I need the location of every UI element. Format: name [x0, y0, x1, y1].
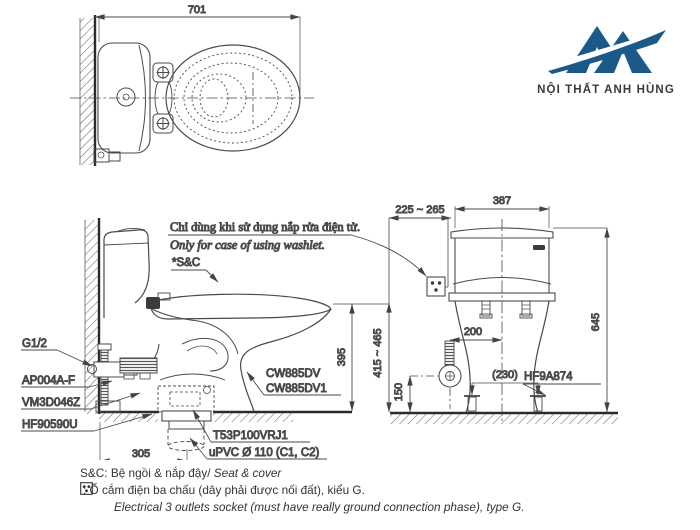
dim-701: 701 — [188, 4, 206, 16]
supply-hardware — [87, 343, 160, 413]
dim-socket-offset: 225 ~ 265 — [395, 204, 444, 216]
label-ap004a-f: AP004A-F — [22, 375, 75, 387]
tank-plan — [97, 42, 151, 154]
brand-logo: NỘI THẤT ANH HÙNG — [537, 26, 675, 96]
part-labels-left: G1/2 AP004A-F VM3D046Z HF90590U — [21, 338, 153, 432]
brand-name: NỘI THẤT ANH HÙNG — [537, 83, 675, 96]
tank-side — [103, 227, 150, 318]
note-seat-en: Seat & cover — [213, 466, 282, 480]
flush-button — [116, 87, 136, 107]
dim-230: (230) — [492, 369, 518, 381]
plan-view: 701 — [70, 4, 314, 166]
dim-150: 150 — [393, 383, 405, 401]
wall-hatch — [80, 18, 95, 165]
seat-hinges — [152, 62, 174, 134]
flush-button-front — [533, 245, 545, 250]
dim-645: 645 — [590, 313, 602, 331]
tank-bolts — [479, 300, 533, 319]
washlet-note-en: Only for case of using washlet. — [170, 238, 325, 252]
label-hf9a874: HF9A874 — [524, 371, 573, 383]
note-seat-label: S&C: — [80, 466, 108, 480]
label-vm3d046z: VM3D046Z — [22, 397, 80, 409]
label-hf90590u: HF90590U — [22, 419, 78, 431]
socket-box — [426, 276, 448, 297]
label-g12: G1/2 — [22, 338, 47, 350]
label-cw885dv1: CW885DV1 — [266, 383, 327, 395]
dim-200: 200 — [464, 326, 482, 338]
front-view: 225 ~ 265 387 645 415 ~ 465 200 150 (230… — [372, 195, 618, 424]
model-labels: CW885DV CW885DV1 — [246, 368, 341, 396]
outlet-pipe — [157, 385, 215, 451]
outlet-labels: T53P100VRJ1 uPVC Ø 110 (C1, C2) — [189, 409, 327, 460]
note-socket-en: Electrical 3 outlets socket (must have r… — [114, 500, 525, 514]
floor-bolts — [464, 395, 546, 412]
logo-swoosh — [548, 30, 666, 74]
lid-outline — [165, 44, 301, 152]
dim-387: 387 — [493, 195, 511, 207]
note-seat-cover: S&C: Bệ ngồi & nắp đậy/ Seat & cover — [80, 465, 640, 481]
bowl-side — [149, 307, 332, 413]
dim-395: 395 — [336, 348, 348, 366]
label-cw885dv: CW885DV — [266, 368, 321, 380]
technical-drawing: 701 — [21, 4, 675, 460]
dim-415-465: 415 ~ 465 — [372, 328, 384, 377]
socket-leader — [350, 234, 427, 277]
supply-valve-front — [410, 340, 462, 409]
washlet-note-vi: Chỉ dùng khi sử dụng nắp rửa điện tử. — [170, 220, 360, 234]
washlet-seat — [146, 292, 332, 320]
note-seat-vi: Bệ ngồi & nắp đậy/ — [107, 466, 214, 480]
note-socket: : Ổ cắm điện ba chấu (dây phải được nối … — [80, 482, 640, 498]
pedestal-right — [533, 300, 550, 414]
footnotes: S&C: Bệ ngồi & nắp đậy/ Seat & cover : Ổ… — [80, 465, 640, 516]
wall-fitting — [93, 148, 121, 163]
side-view: 395 305 Chỉ dùng khi sử dụng nắp rửa điệ… — [21, 218, 427, 460]
note-socket-vi: : Ổ cắm điện ba chấu (dây phải được nối … — [83, 483, 365, 497]
dim-305: 305 — [132, 448, 150, 460]
label-t53p100vrj1: T53P100VRJ1 — [213, 430, 288, 442]
seat-ref-label: *S&C — [172, 257, 200, 269]
label-upvc: uPVC Ø 110 (C1, C2) — [209, 447, 320, 459]
